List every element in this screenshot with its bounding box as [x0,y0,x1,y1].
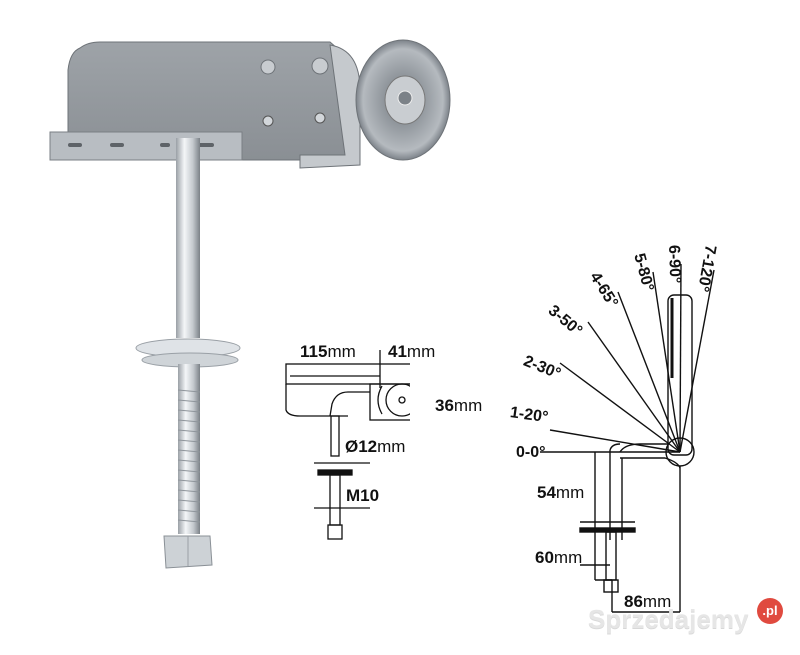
watermark-badge: .pl [757,598,783,624]
roller-width-label: 41mm [388,342,436,361]
angle-label-6: 6-90° [665,244,684,284]
thread-label: M10 [346,486,380,505]
depth-label: 54mm [537,483,585,502]
height-label: 36mm [435,396,483,415]
angle-view-diagram [540,263,715,613]
thread-length-label: 60mm [535,548,583,567]
angle-label-0: 0-0° [516,444,546,461]
length-label: 115mm [300,342,356,361]
offset-label: 86mm [624,592,672,611]
watermark-text: Sprzedajemy [588,604,749,634]
side-view-diagram [285,350,410,540]
hinge-photo [49,39,451,569]
rod-diameter-label: Ø12mm [345,437,406,456]
